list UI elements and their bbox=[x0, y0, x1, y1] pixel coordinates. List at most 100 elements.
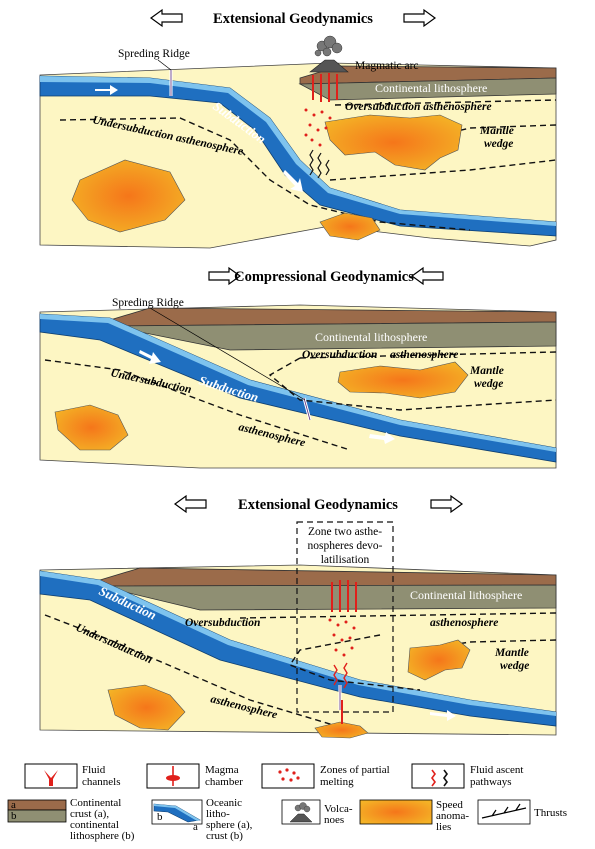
arrow-left-icon bbox=[173, 494, 207, 514]
mantle-label: Mantle bbox=[494, 647, 529, 659]
oversubduction-label: Oversubduction bbox=[302, 349, 377, 361]
panel-1-title: Extensional Geodynamics bbox=[213, 11, 373, 27]
speed-anomaly bbox=[319, 212, 381, 241]
slab-arrow-2 bbox=[283, 170, 303, 192]
legend-fluid-ascent-line-1: Fluid ascent bbox=[470, 764, 523, 776]
legend-fluid-channels-line-1: Fluid bbox=[82, 764, 106, 776]
panel-2-title: Compressional Geodynamics bbox=[234, 269, 414, 285]
spreading-ridge-label: Spreding Ridge bbox=[118, 48, 190, 60]
fluid-channels-icon bbox=[331, 580, 357, 612]
dashed-boundary bbox=[268, 357, 557, 411]
dashed-boundary bbox=[59, 117, 471, 231]
fluid-channels-icon bbox=[44, 770, 58, 786]
legend-magma-chamber-line-2: chamber bbox=[205, 776, 243, 788]
legend-oceanic-line-2: litho- bbox=[206, 808, 230, 820]
wedge-label: wedge bbox=[484, 138, 513, 150]
partial-melting-icon bbox=[328, 618, 356, 657]
arrow-right-icon bbox=[430, 494, 464, 514]
legend-partial-melting: Zones of partial melting bbox=[261, 763, 390, 789]
fluid-ascent-icon bbox=[309, 149, 330, 179]
legend-fluid-ascent: Fluid ascent pathways bbox=[411, 763, 523, 789]
partial-melting-icon bbox=[304, 108, 332, 147]
zone-label-line-2: nospheres devo- bbox=[307, 540, 382, 552]
arrow-right-icon bbox=[403, 8, 437, 28]
speed-anomaly bbox=[54, 404, 129, 451]
legend-continental: a b Continental crust (a), continental l… bbox=[7, 797, 135, 842]
dashed-boundary bbox=[299, 351, 557, 359]
oceanic-crust bbox=[40, 314, 556, 452]
magmatic-arc-label: Magmatic arc bbox=[355, 60, 419, 72]
partial-melting-icon bbox=[278, 768, 300, 782]
swatch-a-label: a bbox=[193, 821, 198, 833]
swatch-b-label: b bbox=[11, 810, 17, 822]
legend-volcanoes-line-1: Volca- bbox=[324, 803, 353, 815]
panel-3-title: Extensional Geodynamics bbox=[238, 497, 398, 513]
legend-volcanoes-line-2: noes bbox=[324, 814, 344, 826]
thrust-icon bbox=[481, 803, 527, 819]
arrow-left-icon bbox=[410, 266, 444, 286]
oversubduction-label: Oversubduction asthenosphere bbox=[345, 101, 492, 113]
legend-thrusts-label: Thrusts bbox=[534, 807, 567, 819]
wedge-label: wedge bbox=[474, 378, 503, 390]
legend-magma-chamber-line-1: Magma bbox=[205, 764, 239, 776]
swatch-a-label: a bbox=[11, 799, 16, 811]
arrow-left-icon bbox=[149, 8, 183, 28]
legend-speed-line-1: Speed bbox=[436, 799, 463, 811]
zone-label-line-1: Zone two asthe- bbox=[308, 526, 382, 538]
volcano-icon bbox=[289, 813, 313, 823]
legend-speed-line-2: anoma- bbox=[436, 810, 469, 822]
volcano-icon bbox=[309, 59, 349, 73]
legend-continental-line-1: Continental bbox=[70, 797, 121, 809]
devolatilisation-zone-box bbox=[296, 521, 394, 713]
legend-speed-line-3: lies bbox=[436, 821, 451, 833]
arrow-right-icon bbox=[208, 266, 242, 286]
zone-label-line-3: latilisation bbox=[321, 554, 370, 566]
mantle-label: Mantle bbox=[479, 125, 514, 137]
continental-lithosphere-label: Continental lithosphere bbox=[375, 81, 487, 95]
dashed-boundary bbox=[44, 614, 351, 731]
spreading-ridge-label: Spreding Ridge bbox=[112, 297, 184, 309]
speed-anomaly bbox=[407, 639, 471, 681]
continental-lithosphere-label: Continental lithosphere bbox=[315, 330, 427, 344]
slab-arrow-1 bbox=[95, 85, 118, 95]
asthenosphere-top-label: asthenosphere bbox=[390, 349, 458, 361]
legend-magma-chamber: Magma chamber bbox=[146, 763, 243, 789]
legend-fluid-channels-line-2: channels bbox=[82, 776, 120, 788]
asthenosphere-top-label: asthenosphere bbox=[430, 617, 498, 629]
dashed-boundary bbox=[44, 359, 351, 451]
continental-lithosphere bbox=[99, 584, 557, 611]
legend-fluid-channels: Fluid channels bbox=[24, 763, 120, 789]
legend-thrusts: Thrusts bbox=[477, 799, 567, 825]
panel-1: Extensional Geodynamics bbox=[39, 8, 557, 249]
dashed-boundary bbox=[239, 612, 557, 619]
panel-2: Compressional Geodynamics Spreding Ridge… bbox=[39, 266, 557, 469]
legend-oceanic: b a Oceanic litho- sphere (a), crust (b) bbox=[151, 797, 253, 842]
slab-arrow-1 bbox=[139, 350, 161, 364]
dashed-boundary bbox=[288, 634, 421, 691]
fluid-ascent-icon bbox=[431, 769, 436, 787]
speed-anomaly bbox=[314, 721, 369, 739]
speed-anomaly bbox=[71, 159, 186, 233]
swatch-b-label: b bbox=[157, 811, 163, 823]
speed-anomaly bbox=[324, 114, 463, 171]
speed-anomaly bbox=[107, 684, 186, 731]
legend-fluid-ascent-line-2: pathways bbox=[470, 776, 512, 788]
panel-3: Extensional Geodynamics Zone two asthe bbox=[39, 494, 557, 739]
legend-continental-line-3: continental bbox=[70, 819, 119, 831]
oversubduction-label: Oversubduction bbox=[185, 617, 260, 629]
legend-continental-line-4: lithosphere (b) bbox=[70, 830, 135, 842]
legend-partial-melting-line-2: melting bbox=[320, 776, 354, 788]
speed-anomaly bbox=[337, 361, 469, 399]
legend-oceanic-line-3: sphere (a), bbox=[206, 819, 253, 831]
mantle-label: Mantle bbox=[469, 365, 504, 377]
legend-speed-anomalies: Speed anoma- lies bbox=[359, 799, 469, 833]
legend-continental-line-2: crust (a), bbox=[70, 808, 109, 820]
dashed-boundary bbox=[329, 159, 557, 181]
slab-arrow-2 bbox=[369, 432, 395, 444]
wedge-label: wedge bbox=[500, 660, 529, 672]
legend-partial-melting-line-1: Zones of partial bbox=[320, 764, 390, 776]
legend-oceanic-line-1: Oceanic bbox=[206, 797, 242, 809]
fluid-channels-icon bbox=[312, 73, 338, 102]
continental-lithosphere bbox=[109, 321, 557, 351]
